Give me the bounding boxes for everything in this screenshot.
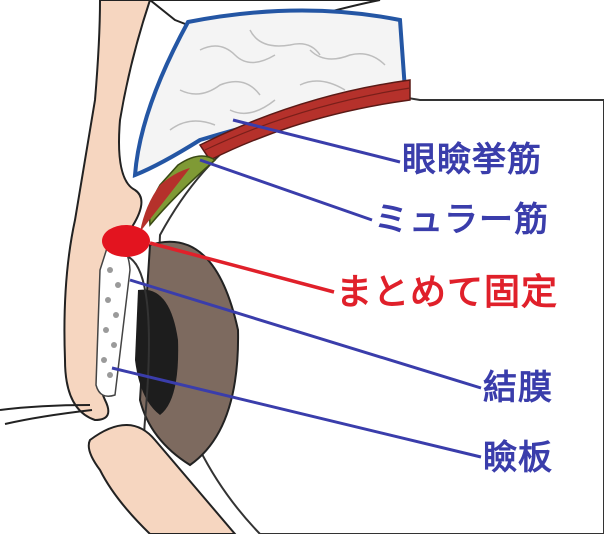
label-tarsus: 瞼板 [483, 438, 553, 478]
label-fixed-together: まとめて固定 [336, 272, 559, 313]
upper-eyelid-skin [63, 0, 152, 422]
lower-eyelid [87, 424, 237, 534]
eyelashes [0, 404, 93, 425]
muller-muscle-red [140, 168, 190, 232]
label-muller-muscle: ミュラー筋 [374, 200, 549, 240]
fixation-marker [102, 225, 150, 257]
tarsus-dots [101, 267, 121, 378]
leader-tarsus [111, 366, 482, 459]
label-conjunctiva: 結膜 [483, 368, 553, 408]
tarsus-plate [95, 243, 131, 397]
leader-lines [111, 118, 482, 459]
label-levator-muscle: 眼瞼挙筋 [402, 140, 542, 180]
leader-conjunctiva [129, 278, 482, 390]
fat-texture [169, 29, 386, 131]
levator-muscle [198, 79, 411, 161]
leader-levator [232, 118, 401, 164]
leader-fixed [149, 241, 335, 294]
pupil [135, 289, 179, 415]
leader-muller [199, 158, 373, 222]
